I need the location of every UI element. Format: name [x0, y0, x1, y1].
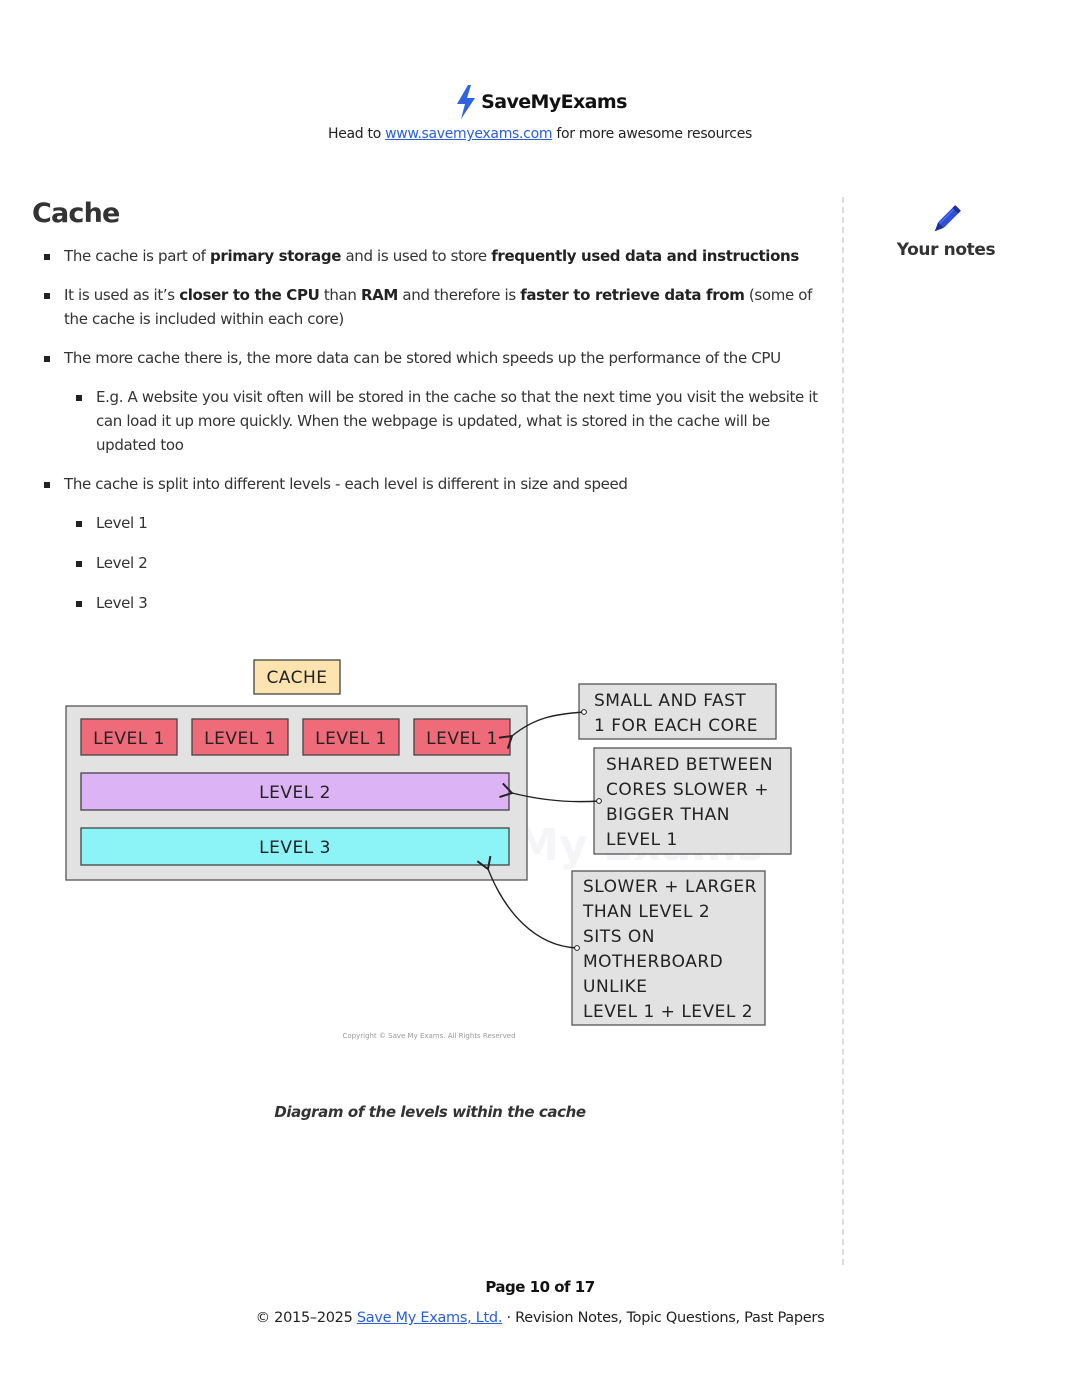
level2-label: LEVEL 2: [259, 783, 331, 803]
note-2-line-2: CORES SLOWER +: [606, 780, 769, 800]
header-tagline: Head to www.savemyexams.com for more awe…: [0, 126, 1080, 142]
note-1-line-1: SMALL AND FAST: [594, 691, 746, 711]
page-number: Page 10 of 17: [485, 1278, 595, 1296]
company-link[interactable]: Save My Exams, Ltd.: [356, 1310, 503, 1326]
level1-box-2: [191, 718, 289, 756]
bullet-item: The cache is split into different levels…: [32, 472, 832, 615]
level1-label-4: LEVEL 1: [426, 729, 498, 749]
sub-bullet-level-3: Level 3: [64, 591, 832, 615]
sub-bullet-list: Level 1 Level 2 Level 3: [64, 511, 832, 615]
level1-label-2: LEVEL 1: [204, 729, 276, 749]
main-content: Cache The cache is part of primary stora…: [32, 196, 832, 630]
page-title: Cache: [32, 198, 120, 229]
lightning-bolt-icon: [457, 85, 476, 119]
note-2-line-4: LEVEL 1: [606, 830, 678, 850]
level3-box: [80, 827, 510, 866]
bullet-item: It is used as it’s closer to the CPU tha…: [32, 283, 832, 331]
note-3-line-6: LEVEL 1 + LEVEL 2: [583, 1002, 753, 1022]
note-3-line-2: THAN LEVEL 2: [582, 902, 710, 922]
sub-bullet-level-1: Level 1: [64, 511, 832, 535]
footer-copyright: © 2015–2025 Save My Exams, Ltd. · Revisi…: [0, 1310, 1080, 1326]
tagline-prefix: Head to: [327, 126, 386, 142]
copyright-suffix: · Revision Notes, Topic Questions, Past …: [502, 1310, 825, 1326]
notes-divider: [842, 197, 844, 1265]
page-header: SaveMyExams Head to www.savemyexams.com …: [0, 84, 1080, 142]
note-box-3: [571, 870, 766, 1026]
level1-box-1: [80, 718, 178, 756]
note-2-line-1: SHARED BETWEEN: [606, 755, 773, 775]
note-3-line-5: UNLIKE: [583, 977, 648, 997]
copyright-prefix: © 2015–2025: [255, 1310, 357, 1326]
logo[interactable]: SaveMyExams: [453, 84, 627, 120]
level1-label-3: LEVEL 1: [315, 729, 387, 749]
bullet-item: The cache is part of primary storage and…: [32, 244, 832, 268]
note-3-line-3: SITS ON: [583, 927, 655, 947]
cache-label-box: [253, 659, 341, 695]
note-3-line-1: SLOWER + LARGER: [583, 877, 757, 897]
note-2-line-3: BIGGER THAN: [606, 805, 730, 825]
logo-text: SaveMyExams: [481, 91, 627, 113]
level1-box-3: [302, 718, 400, 756]
bullet-list: The cache is part of primary storage and…: [32, 244, 832, 615]
tagline-suffix: for more awesome resources: [552, 126, 753, 142]
level1-label-1: LEVEL 1: [93, 729, 165, 749]
your-notes-panel[interactable]: Your notes: [896, 200, 996, 260]
bullet-item: The more cache there is, the more data c…: [32, 346, 832, 457]
note-1-line-2: 1 FOR EACH CORE: [594, 716, 758, 736]
arrow-to-level2: [499, 782, 600, 803]
sub-bullet-item: E.g. A website you visit often will be s…: [64, 385, 832, 457]
sub-bullet-level-2: Level 2: [64, 551, 832, 575]
your-notes-label: Your notes: [896, 240, 996, 260]
website-link[interactable]: www.savemyexams.com: [385, 126, 553, 142]
diagram-copyright: Copyright © Save My Exams. All Rights Re…: [342, 1032, 515, 1040]
arrow-to-level1: [498, 711, 585, 749]
note-3-line-4: MOTHERBOARD: [583, 952, 723, 972]
sub-bullet-list: E.g. A website you visit often will be s…: [64, 385, 832, 457]
note-box-1: [578, 683, 777, 740]
diagram-caption: Diagram of the levels within the cache: [274, 1103, 586, 1121]
cache-levels-diagram: Save My Exams CACHE LEVEL 1 LEVEL 1 LEVE…: [65, 659, 792, 1040]
cache-label: CACHE: [266, 668, 327, 688]
note-box-2: [593, 747, 792, 855]
level1-box-4: [413, 718, 511, 756]
pencil-icon: [934, 205, 961, 232]
level3-label: LEVEL 3: [259, 838, 331, 858]
arrow-to-level3: [476, 855, 578, 949]
